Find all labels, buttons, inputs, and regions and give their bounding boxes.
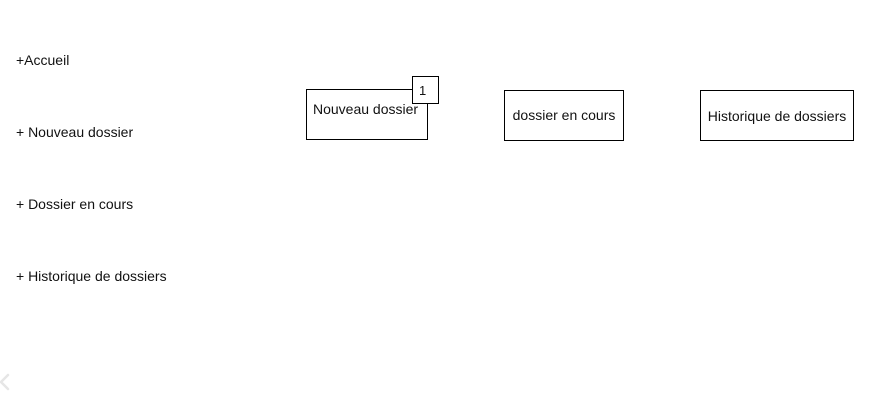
- historique-de-dossiers-card[interactable]: Historique de dossiers: [700, 90, 854, 141]
- historique-de-dossiers-card-label: Historique de dossiers: [707, 108, 847, 124]
- dossier-en-cours-card[interactable]: dossier en cours: [504, 90, 624, 141]
- dossier-en-cours-card-label: dossier en cours: [512, 107, 616, 123]
- nouveau-dossier-card-label: Nouveau dossier: [313, 101, 419, 117]
- chevron-left-icon[interactable]: [0, 372, 14, 392]
- nouveau-dossier-count-badge: 1: [412, 76, 439, 104]
- sidebar-item-nouveau-dossier[interactable]: + Nouveau dossier: [16, 124, 134, 140]
- sidebar-item-historique-de-dossiers[interactable]: + Historique de dossiers: [16, 268, 167, 284]
- nouveau-dossier-card[interactable]: Nouveau dossier: [306, 89, 428, 140]
- sidebar-item-accueil[interactable]: +Accueil: [16, 52, 70, 68]
- sidebar-item-dossier-en-cours[interactable]: + Dossier en cours: [16, 196, 134, 212]
